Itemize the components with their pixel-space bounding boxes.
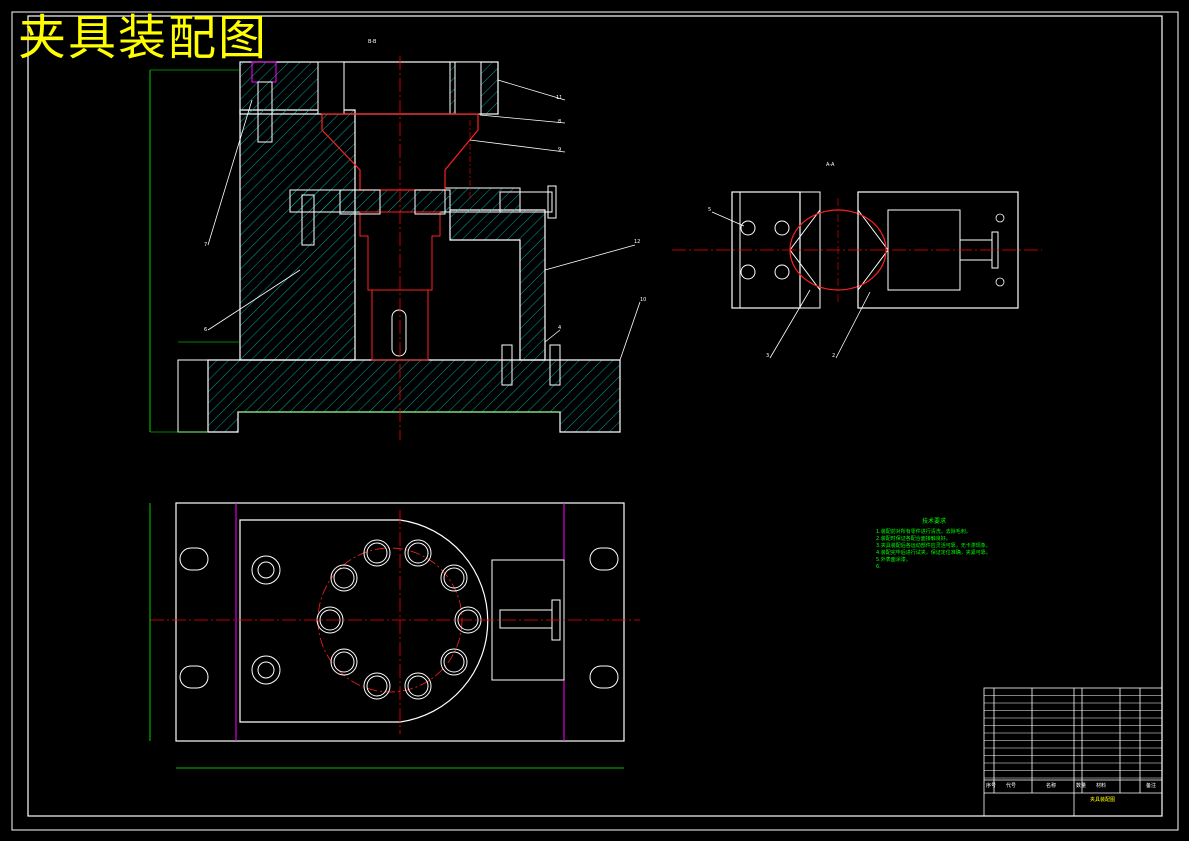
- tech-requirement-4: 4.装配完毕后进行试夹，保证定位准确，夹紧可靠。: [876, 550, 991, 556]
- tb-header-code: 代号: [1006, 783, 1017, 789]
- leaders-side: [711, 211, 871, 359]
- balloon-6: 6: [204, 327, 208, 333]
- tech-requirement-6: 6.: [876, 564, 881, 570]
- tb-header-name: 名称: [1046, 783, 1057, 789]
- bolt-holes: [251, 539, 482, 700]
- balloon-9: 9: [558, 147, 562, 153]
- outer-border: [11, 11, 1179, 831]
- slots: [179, 547, 619, 689]
- tech-requirement-2: 2.装配时保证各配合面接触良好。: [876, 536, 951, 542]
- leaders-front: [207, 79, 641, 361]
- tb-header-remark: 备注: [1146, 783, 1157, 789]
- tech-requirements-title: 技术要求: [922, 518, 947, 525]
- section-label-b: B-B: [368, 39, 377, 45]
- front-section-view: [149, 56, 641, 440]
- top-view: [149, 502, 640, 769]
- base-plate: [207, 359, 621, 433]
- balloon-5: 5: [708, 207, 712, 213]
- balloon-4: 4: [558, 325, 562, 331]
- tb-header-qty: 数量: [1076, 783, 1087, 789]
- balloon-10: 10: [640, 297, 647, 303]
- tech-requirement-5: 5.外表面涂漆。: [876, 557, 911, 563]
- balloon-7: 7: [204, 242, 208, 248]
- balloon-2: 2: [832, 353, 836, 359]
- inner-border: [27, 15, 1163, 817]
- side-view-a-a: [672, 191, 1042, 359]
- mandrel-shank: [359, 211, 441, 291]
- clamp-screw: [499, 191, 553, 213]
- balloon-8: 8: [558, 119, 562, 125]
- tech-requirement-3: 3.夹具装配后各运动部件应灵活可靠，无卡滞现象。: [876, 543, 991, 549]
- base-outline: [175, 502, 625, 742]
- balloon-12: 12: [634, 239, 641, 245]
- balloon-11: 11: [556, 95, 563, 101]
- body-outline: [239, 519, 489, 723]
- body-left: [239, 109, 356, 361]
- title-block: [983, 687, 1163, 817]
- drawing-title: 夹具装配图: [18, 10, 269, 66]
- tb-header-material: 材料: [1096, 783, 1107, 789]
- key-slot: [391, 309, 407, 357]
- tb-header-no: 序号: [986, 783, 997, 789]
- tb-drawing-name: 夹具装配图: [1090, 797, 1116, 803]
- tech-requirement-1: 1.装配前对所有零件进行清洗，去除毛刺。: [876, 529, 971, 535]
- section-label-a: A-A: [826, 162, 835, 168]
- balloon-3: 3: [766, 353, 770, 359]
- body-right: [449, 209, 546, 361]
